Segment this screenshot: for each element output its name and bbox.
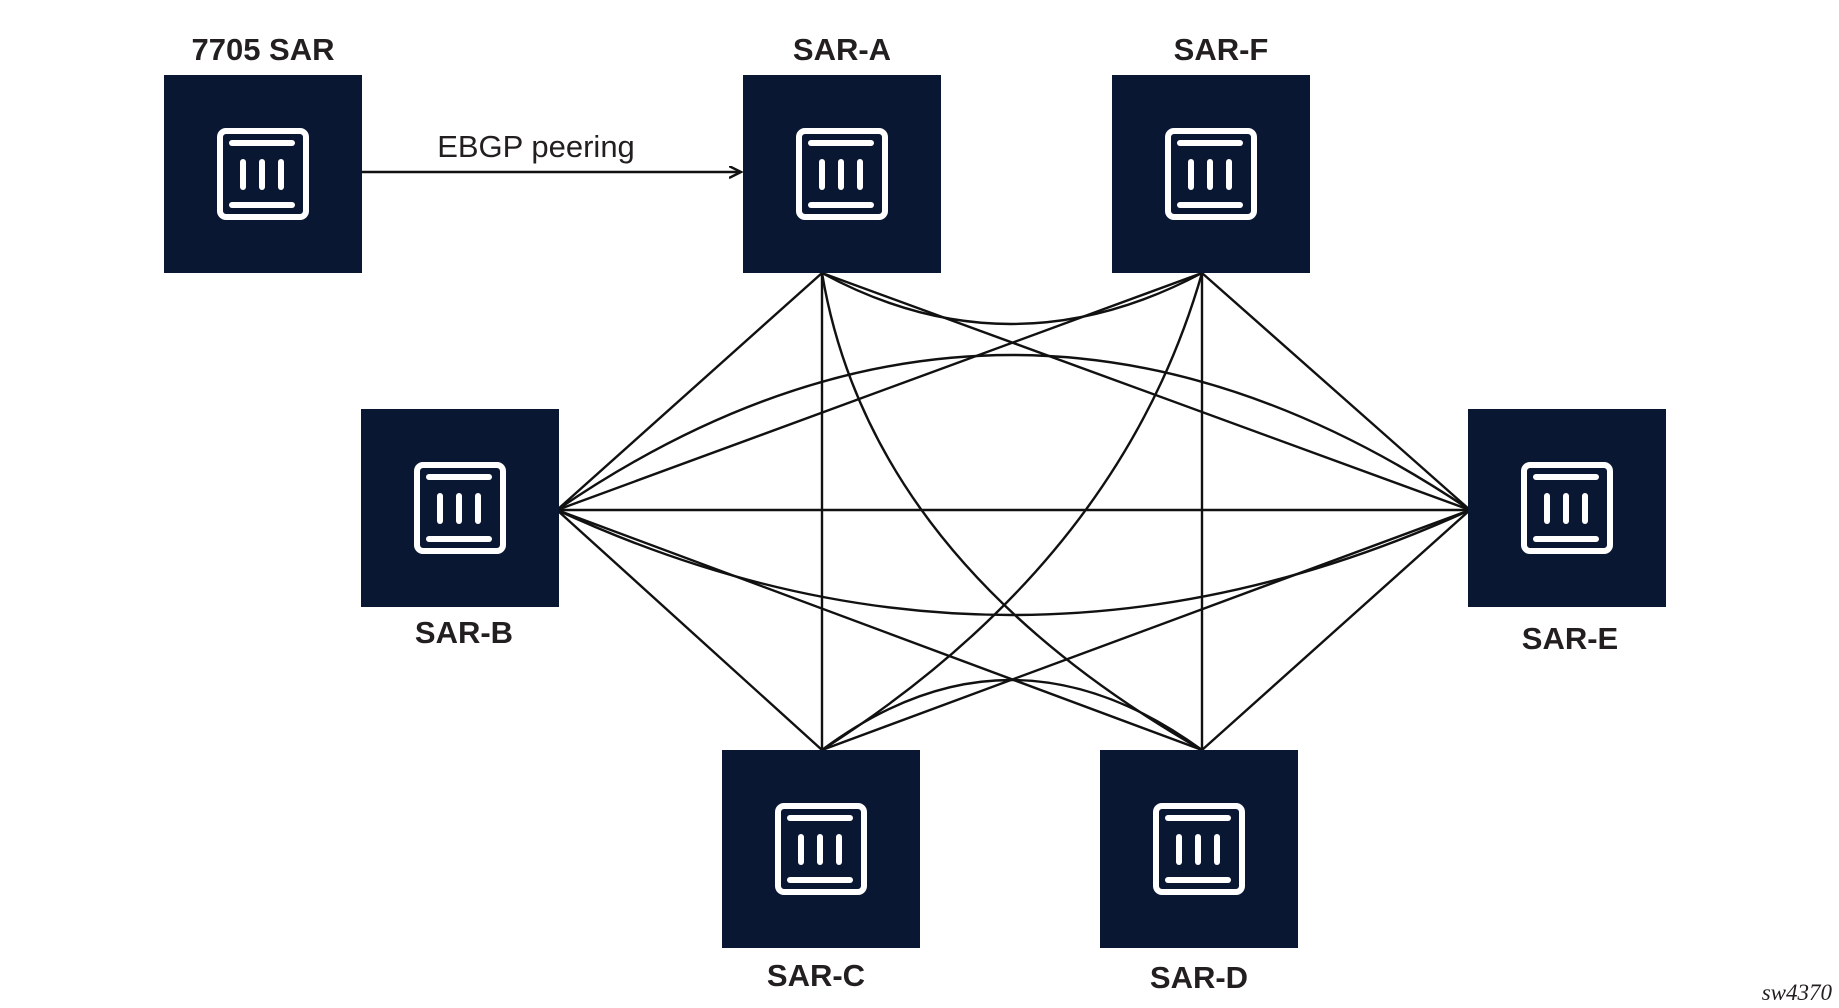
- node-label: 7705 SAR: [191, 32, 334, 67]
- ebgp-peering-label: EBGP peering: [437, 129, 635, 164]
- link-sar-a-sar-d: [820, 272, 1203, 752]
- node-label: SAR-F: [1174, 32, 1269, 67]
- node-label: SAR-D: [1150, 960, 1248, 995]
- node-label: SAR-C: [767, 958, 865, 993]
- node-label: SAR-E: [1522, 621, 1618, 656]
- node-sar-b: SAR-B: [361, 409, 559, 650]
- node-sar-a: SAR-A: [743, 32, 941, 273]
- node-sar-c: SAR-C: [722, 750, 920, 993]
- router-icon: [1468, 409, 1666, 607]
- ibgp-mesh-links: [556, 271, 1471, 752]
- link-sar-b-sar-d: [556, 508, 1203, 752]
- link-arc-b-e-upper: [556, 353, 1471, 511]
- link-sar-c-sar-d: [821, 678, 1203, 751]
- node-label: SAR-A: [793, 32, 891, 67]
- router-icon: [722, 750, 920, 948]
- link-sar-a-sar-e: [821, 271, 1471, 512]
- link-arc-b-e-lower: [556, 508, 1471, 617]
- link-sar-f-sar-b: [556, 271, 1203, 512]
- node-7705-sar: 7705 SAR: [164, 32, 362, 273]
- link-sar-a-sar-f: [821, 271, 1203, 326]
- node-sar-e: SAR-E: [1468, 409, 1666, 656]
- node-sar-f: SAR-F: [1112, 32, 1310, 273]
- node-sar-d: SAR-D: [1100, 750, 1298, 995]
- link-sar-f-sar-c: [821, 272, 1204, 752]
- figure-id: sw4370: [1762, 980, 1833, 1005]
- router-icon: [164, 75, 362, 273]
- link-sar-a-sar-b: [556, 272, 823, 511]
- router-icon: [743, 75, 941, 273]
- router-icon: [1112, 75, 1310, 273]
- link-sar-d-sar-e: [1201, 509, 1471, 751]
- link-sar-b-sar-c: [556, 509, 823, 751]
- router-icon: [1100, 750, 1298, 948]
- link-sar-c-sar-e: [821, 508, 1471, 752]
- node-label: SAR-B: [415, 615, 513, 650]
- link-sar-f-sar-e: [1201, 272, 1471, 511]
- router-icon: [361, 409, 559, 607]
